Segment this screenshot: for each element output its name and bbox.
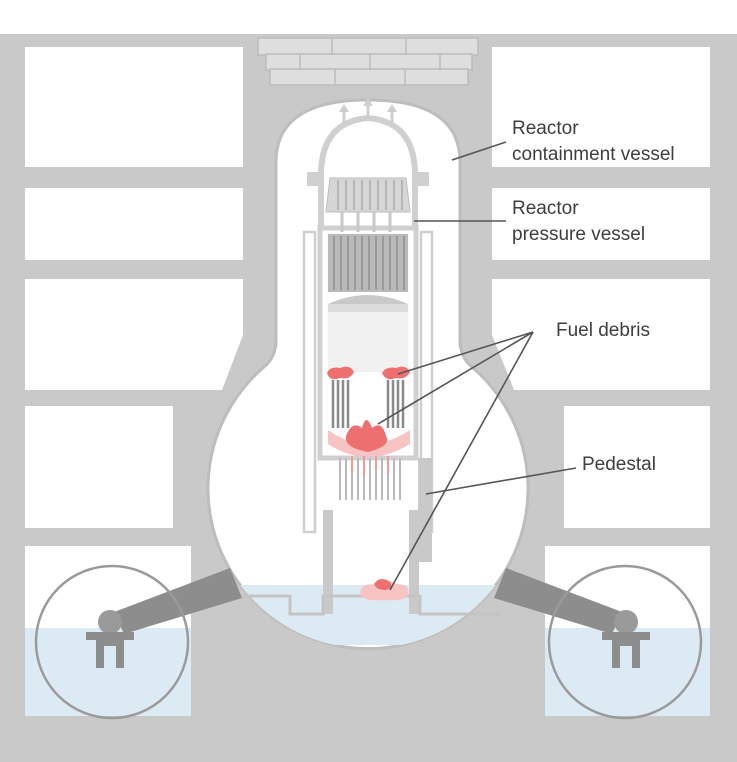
room (564, 406, 710, 528)
leader-debris-3 (389, 331, 534, 591)
leader-debris-2 (377, 331, 534, 425)
leader-debris-1 (397, 331, 534, 375)
room (492, 279, 710, 390)
containment-floor (240, 594, 500, 616)
label-pedestal: Pedestal (582, 454, 656, 475)
control-rod-drives (339, 458, 401, 500)
fuel-debris-floor (360, 578, 409, 601)
building-rooms (25, 47, 710, 716)
robot-arm-left (34, 564, 242, 720)
label-fuel-debris: Fuel debris (556, 320, 650, 341)
fuel-debris-upper (327, 366, 410, 380)
pedestal (323, 458, 432, 614)
label-pressure-line2: pressure vessel (512, 224, 645, 245)
room (492, 188, 710, 260)
steam-separator (328, 234, 408, 312)
debris-drips (351, 456, 389, 476)
room (25, 406, 173, 528)
room (25, 188, 243, 260)
room (25, 47, 243, 167)
fuel-debris-lower-plenum (328, 420, 410, 457)
leader-pedestal (425, 467, 577, 495)
core-region (328, 312, 408, 372)
steam-dryer (325, 177, 411, 232)
label-containment-line1: Reactor (512, 118, 579, 139)
leader-lines (377, 141, 577, 591)
room (25, 279, 243, 390)
label-containment-line2: containment vessel (512, 144, 675, 165)
label-pressure-line1: Reactor (512, 198, 579, 219)
fuel-rods (331, 380, 405, 428)
shield-plug (257, 37, 479, 86)
leader-containment (451, 141, 507, 161)
room (492, 47, 710, 167)
robot-arm-right (494, 564, 703, 720)
